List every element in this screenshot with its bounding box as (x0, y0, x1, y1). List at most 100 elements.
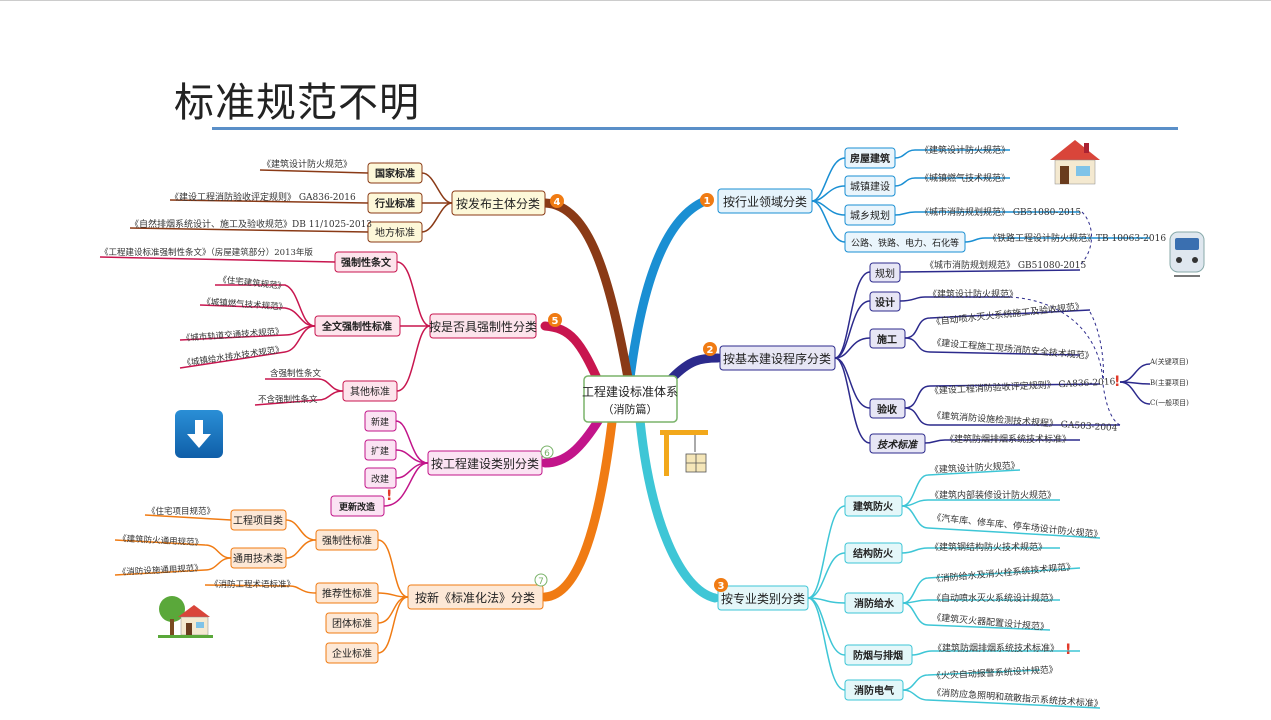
b3-smoke: 防烟与排烟 (853, 649, 903, 662)
b7-node[interactable]: 按新《标准化法》分类 (407, 584, 544, 610)
b1-rail-std: 《铁路工程设计防火规范》TB 10063-2016 (988, 232, 1166, 244)
b6-alert-icon: ! (386, 488, 392, 504)
b2-level-b: B(主要项目) (1150, 378, 1189, 387)
b2-alert-icon: ! (1114, 374, 1120, 390)
b4-national-std: 《建筑设计防火规范》 (262, 158, 352, 170)
crane-icon (660, 430, 708, 476)
b5-clause-std: 《工程建设标准强制性条文》（房屋建筑部分）2013年版 (100, 247, 313, 258)
b3-num: 3 (718, 581, 725, 592)
b5-full-std4: 《城镇给水排水技术规范》 (182, 344, 285, 369)
b1-gas-std: 《城镇燃气技术规范》 (920, 172, 1010, 184)
b6-num-badge (540, 445, 554, 459)
b4-industry: 行业标准 (374, 197, 415, 210)
b5-num: 5 (552, 316, 559, 327)
download-arrow-icon[interactable] (175, 410, 223, 458)
b1-num: 1 (704, 196, 711, 207)
b3-struct: 结构防火 (853, 547, 894, 560)
b2-plan: 规划 (875, 267, 895, 280)
b4-num: 4 (554, 197, 561, 208)
b7-num: 7 (538, 577, 544, 587)
b5-full-std3: 《城市轨道交通技术规范》 (181, 326, 284, 344)
b3-label: 按专业类别分类 (721, 591, 805, 606)
house-icon (1050, 140, 1100, 185)
b3-water-std3: 《建筑灭火器配置设计规范》 (932, 611, 1050, 633)
b3-struct-std: 《建筑钢结构防火技术规范》 (930, 541, 1047, 553)
b2-accept: 验收 (877, 403, 897, 416)
b7-general: 通用技术类 (233, 552, 283, 565)
b5-full: 全文强制性标准 (321, 320, 392, 333)
trunk-b3 (635, 415, 720, 603)
b3-elec: 消防电气 (854, 684, 894, 697)
b7-label: 按新《标准化法》分类 (415, 590, 535, 605)
b2-num-badge (703, 342, 717, 356)
page-title: 标准规范不明 (174, 80, 420, 126)
b5-label: 按是否具强制性分类 (429, 320, 537, 334)
b2-num: 2 (707, 345, 714, 356)
trunk-b2 (667, 353, 723, 383)
b2-accept-std1: 《建设工程消防验收评定规则》 GA836-2016 (930, 375, 1116, 397)
b3-elec-std1: 《火灾自动报警系统设计规范》 (932, 663, 1058, 682)
b2-accept-std2: 《建筑消防设施检测技术规程》 GA503-2004 (932, 409, 1118, 434)
b2-tech-std: 《建筑防烟排烟系统技术标准》 (945, 433, 1071, 445)
b5-other-std1: 含强制性条文 (270, 368, 322, 379)
b7-general-std2: 《消防设施通用规范》 (118, 563, 203, 578)
b6-renovate: 更新改造 (339, 501, 376, 513)
b7-project: 工程项目类 (233, 514, 283, 527)
b1-plan-std: 《城市消防规划规范》 GB51080-2015 (920, 206, 1082, 218)
b6-label: 按工程建设类别分类 (431, 456, 539, 471)
b7-num-badge (534, 573, 548, 587)
b4-label: 按发布主体分类 (456, 196, 540, 211)
b3-fire-std2: 《建筑内部装修设计防火规范》 (930, 489, 1056, 501)
tree-house-icon (158, 596, 213, 638)
b1-node[interactable]: 按行业领域分类 (717, 188, 813, 214)
b3-water-std1: 《消防给水及消火栓系统技术规范》 (931, 560, 1076, 585)
b1-gas: 城镇建设 (850, 180, 890, 193)
b2-level-a: A(关键项目) (1149, 357, 1189, 366)
trunk-b7 (540, 417, 617, 602)
center-line1: 工程建设标准体系 (582, 384, 678, 399)
b2-build-std2: 《建设工程施工现场消防安全技术规范》 (932, 336, 1094, 362)
b2-build: 施工 (877, 333, 897, 346)
b2-node[interactable]: 按基本建设程序分类 (719, 345, 836, 371)
b3-fire: 建筑防火 (852, 500, 894, 513)
b4-local-std: 《自然排烟系统设计、施工及验收规范》DB 11/1025-2013 (130, 218, 372, 230)
b3-num-badge (714, 578, 728, 592)
b2-label: 按基本建设程序分类 (723, 351, 831, 366)
b3-elec-std2: 《消防应急照明和疏散指示系统技术标准》 (932, 686, 1103, 710)
b1-plan: 城乡规划 (850, 209, 890, 222)
b4-node[interactable]: 按发布主体分类 (451, 190, 546, 216)
b1-label: 按行业领域分类 (723, 195, 807, 209)
trunk-b5 (540, 321, 605, 390)
trunk-b1 (625, 196, 710, 383)
b7-enterprise: 企业标准 (332, 647, 372, 660)
b3-node[interactable]: 按专业类别分类 (717, 585, 809, 611)
b6-node[interactable]: 按工程建设类别分类 (427, 450, 543, 476)
b5-num-badge (548, 313, 562, 327)
b3-water: 消防给水 (854, 597, 895, 610)
b1-houses-std: 《建筑设计防火规范》 (920, 144, 1010, 156)
b5-other-std2: 不含强制性条文 (258, 394, 318, 405)
b2-level-c: C(一般项目) (1150, 398, 1189, 407)
b5-node[interactable]: 按是否具强制性分类 (429, 313, 537, 339)
center-node[interactable]: 工程建设标准体系 （消防篇） (582, 375, 678, 423)
b7-mandatory: 强制性标准 (322, 534, 372, 547)
b4-national: 国家标准 (375, 167, 415, 180)
trunk-b6 (540, 413, 605, 468)
b1-num-badge (700, 193, 714, 207)
top-border (0, 0, 1271, 1)
b2-build-std1: 《自动喷水灭火系统施工及验收规范》 (931, 300, 1084, 328)
b3-alert-icon: ! (1065, 642, 1071, 658)
b4-local: 地方标准 (375, 226, 415, 239)
b5-full-std1: 《住宅建筑规范》 (218, 274, 287, 292)
b5-full-std2: 《城镇燃气技术规范》 (202, 296, 288, 313)
b3-fire-std3: 《汽车库、修车库、停车场设计防火规范》 (932, 511, 1103, 541)
b5-clause: 强制性条文 (341, 256, 392, 269)
b7-group: 团体标准 (332, 618, 372, 630)
b4-num-badge (550, 194, 564, 208)
b3-smoke-std: 《建筑防烟排烟系统技术标准》 (933, 642, 1059, 654)
b1-houses: 房屋建筑 (850, 152, 890, 165)
b6-num: 6 (544, 449, 550, 459)
train-icon (1169, 231, 1205, 277)
title-underline (212, 127, 1178, 130)
center-line2: （消防篇） (603, 402, 658, 416)
